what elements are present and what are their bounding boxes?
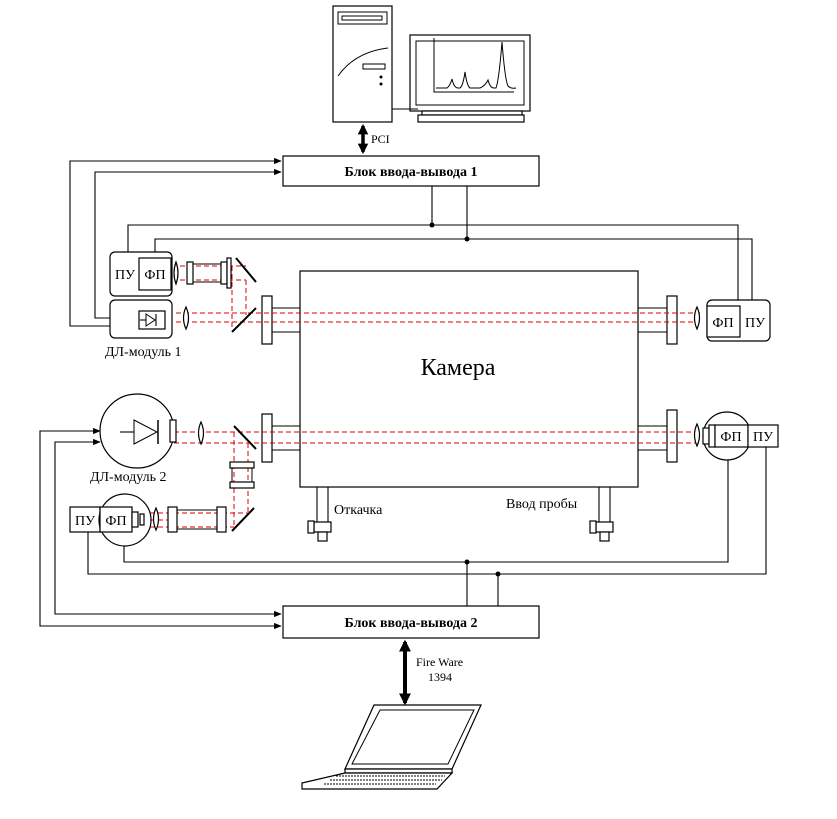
amplifier-photodetector-upper-right: ФП ПУ	[706, 299, 771, 342]
chamber-window-right-bottom	[638, 409, 678, 463]
chamber-window-left-top	[261, 295, 300, 345]
dl-module-1-label: ДЛ-модуль 1	[105, 345, 182, 360]
chamber	[299, 270, 639, 488]
sample-inlet-label: Ввод пробы	[506, 497, 578, 512]
desktop-computer-icon	[332, 5, 393, 123]
monitor-icon	[392, 34, 531, 123]
lens-lower-ref	[152, 506, 160, 532]
mirror-upper-1	[235, 257, 257, 283]
photodetector-label: ФП	[144, 268, 165, 283]
dl-module-1	[109, 299, 173, 339]
mirror-upper-2	[231, 307, 257, 333]
io-block-1-label: Блок ввода-вывода 1	[345, 165, 478, 180]
amplifier-photodetector-upper-left: ПУ ФП	[109, 251, 173, 297]
diode-icon	[140, 313, 157, 327]
io-block-1	[282, 155, 540, 187]
firewire-label-line2: 1394	[428, 670, 452, 684]
mirror-lower-1	[233, 425, 257, 450]
pci-label: PCI	[371, 132, 390, 146]
chamber-window-left-bottom	[261, 413, 300, 463]
optical-tube-lower	[167, 506, 227, 533]
photodetector-label: ФП	[720, 430, 741, 445]
photodetector-label: ФП	[712, 316, 733, 331]
lens-right-upper	[693, 305, 701, 331]
lens-upper-main	[182, 305, 190, 331]
amplifier-label: ПУ	[745, 316, 765, 331]
amplifier-photodetector-lower-right: ФП ПУ	[702, 411, 779, 461]
pumping-label: Откачка	[334, 503, 383, 518]
firewire-label-line1: Fire Ware	[416, 655, 463, 669]
mirror-lower-2	[231, 507, 255, 532]
chamber-window-right-top	[638, 295, 678, 345]
signal-wiring-lower	[39, 427, 767, 630]
amplifier-label: ПУ	[75, 514, 95, 529]
io-block-2-label: Блок ввода-вывода 2	[345, 616, 478, 631]
amplifier-label: ПУ	[115, 268, 135, 283]
pumping-valve	[307, 487, 332, 542]
photodetector-label: ФП	[105, 514, 126, 529]
optical-tube-upper	[186, 257, 232, 289]
amplifier-photodetector-lower-left: ПУ ФП	[69, 493, 152, 547]
io-block-2	[282, 605, 540, 639]
dl-module-2-label: ДЛ-модуль 2	[90, 470, 167, 485]
lens-upper-ref	[173, 260, 179, 286]
amplifier-label: ПУ	[753, 430, 773, 445]
lens-right-lower	[693, 422, 701, 448]
lens-lower-main	[197, 420, 205, 446]
sample-inlet-valve	[589, 487, 614, 542]
chamber-label: Камера	[421, 355, 496, 381]
laptop-icon	[301, 704, 482, 790]
dl-module-2	[99, 393, 177, 469]
signal-wiring-upper	[69, 157, 753, 327]
